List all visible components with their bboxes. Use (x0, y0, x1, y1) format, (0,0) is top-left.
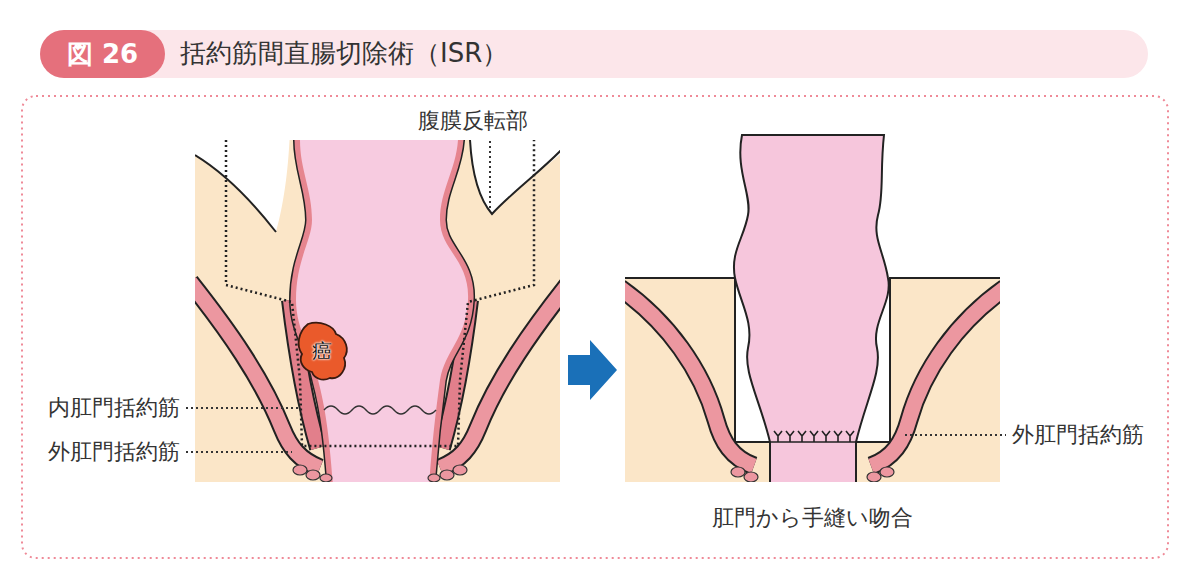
anatomy-label: 外肛門括約筋 (48, 439, 180, 465)
sphincter-fiber (428, 474, 440, 482)
pelvic-cavity (195, 140, 290, 232)
external-sphincter (871, 288, 1000, 466)
after-illustration (625, 135, 1000, 482)
rectal-wall-outline (296, 140, 468, 482)
colon (734, 135, 889, 482)
sphincter-fiber (306, 470, 320, 480)
sphincter-fiber (731, 467, 745, 477)
sphincter-fiber (453, 465, 467, 475)
pelvic-cavity (466, 140, 560, 214)
figure-number-pill (40, 30, 165, 78)
tumor-blob (299, 323, 347, 380)
rectal-wall (296, 140, 468, 482)
header-band (40, 30, 1148, 78)
external-sphincter (625, 288, 754, 466)
sphincter-fiber (440, 470, 454, 480)
dotted-frame (22, 96, 1168, 558)
figure-number: 図 26 (40, 30, 165, 78)
resection-line (226, 140, 534, 446)
before-illustration (195, 140, 560, 482)
process-arrow (568, 340, 617, 400)
sphincter-fiber (867, 472, 881, 482)
sphincter-fiber (880, 467, 894, 477)
external-sphincter-outline (625, 288, 754, 466)
rectal-lumen (296, 140, 468, 482)
anastomosis-sutures (770, 431, 856, 442)
anatomy-label: 内肛門括約筋 (48, 395, 180, 421)
leader-line (186, 407, 298, 409)
leader-line (186, 451, 292, 453)
anatomy-label: 外肛門括約筋 (1012, 422, 1144, 448)
sphincter-fiber (293, 465, 307, 475)
figure-title: 括約筋間直腸切除術（ISR） (180, 38, 508, 69)
tumor-node: 癌 (294, 320, 350, 382)
figure-caption: 肛門から手縫い吻合 (612, 505, 1012, 531)
anatomy-label: 腹膜反転部 (418, 108, 528, 134)
sphincter-fiber (320, 474, 332, 482)
dentate-line (324, 406, 436, 414)
tumor-label: 癌 (312, 338, 332, 365)
leader-line (489, 141, 491, 210)
sphincter-fiber (744, 472, 758, 482)
external-sphincter-outline (871, 288, 1000, 466)
peritoneal-outline (470, 140, 560, 214)
leader-line (905, 434, 1006, 436)
tissue-outline (195, 155, 276, 232)
